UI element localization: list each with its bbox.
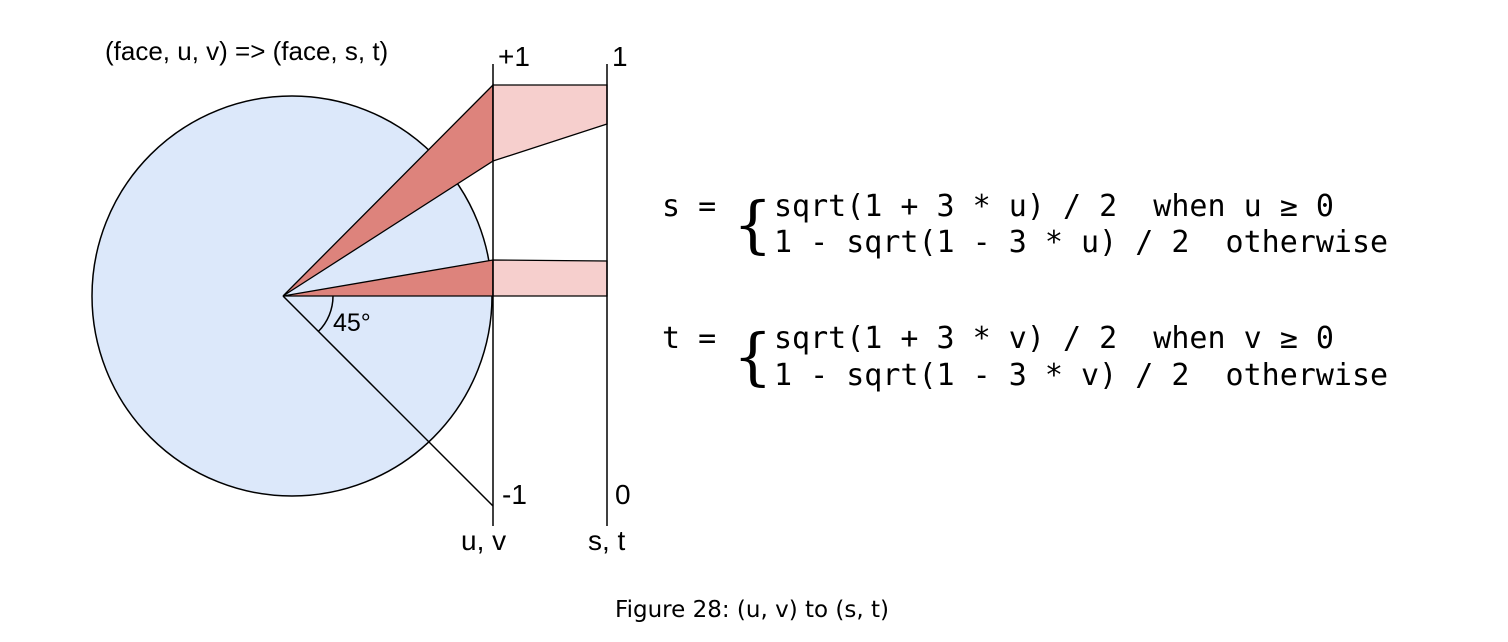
lower-band [492, 259, 608, 297]
uv-top-label: +1 [498, 41, 530, 72]
s-equation-case1: sqrt(1 + 3 * u) / 2 when u ≥ 0 [774, 189, 1334, 224]
angle-arc [317, 295, 334, 332]
diagram-header: (face, u, v) => (face, s, t) [105, 36, 388, 66]
t-equation-lhs: t = [662, 321, 716, 356]
t-equation-case2: 1 - sqrt(1 - 3 * v) / 2 otherwise [774, 358, 1388, 393]
uv-axis-name: u, v [461, 525, 506, 556]
s-equation-case2: 1 - sqrt(1 - 3 * u) / 2 otherwise [774, 225, 1388, 260]
t-equation-brace: { [733, 320, 772, 393]
figure-caption: Figure 28: (u, v) to (s, t) [615, 597, 889, 623]
s-equation-brace: { [733, 188, 772, 261]
st-top-label: 1 [612, 41, 628, 72]
upper-band [492, 84, 608, 162]
st-axis-name: s, t [588, 525, 626, 556]
st-bottom-label: 0 [615, 479, 631, 510]
uv-bottom-label: -1 [502, 479, 527, 510]
t-equation-case1: sqrt(1 + 3 * v) / 2 when v ≥ 0 [774, 321, 1334, 356]
s-equation-lhs: s = [662, 189, 716, 224]
angle-label: 45° [333, 309, 371, 337]
